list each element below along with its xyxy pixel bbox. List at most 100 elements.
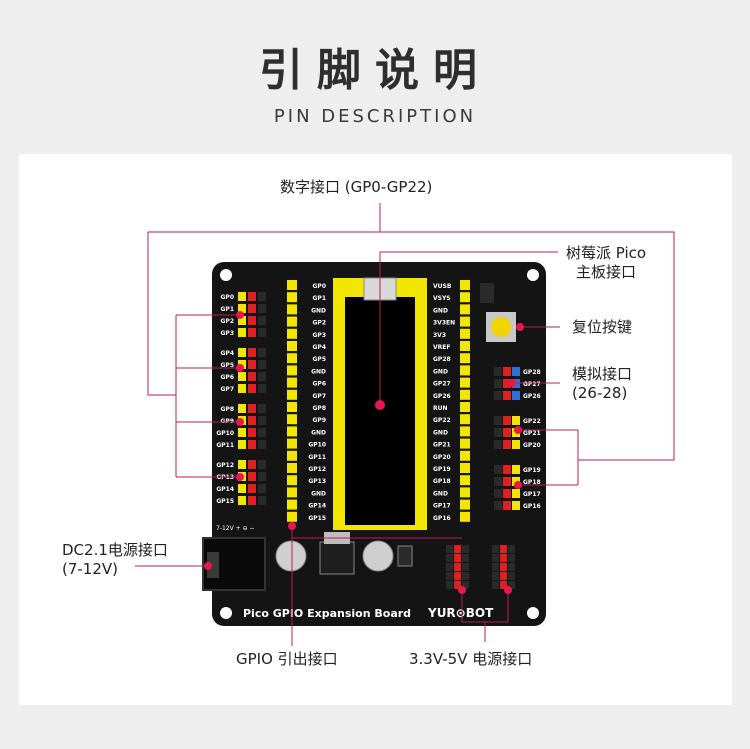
pin-label: GP6	[221, 374, 235, 381]
header-pin	[460, 487, 470, 498]
header-pin-label: GP5	[313, 356, 327, 363]
analog-label-line2: (26-28)	[572, 383, 628, 402]
pin-signal	[238, 316, 246, 325]
header-pin	[460, 475, 470, 486]
pin-gnd	[258, 360, 266, 369]
pin-vcc	[248, 460, 256, 469]
pico-label-line1: 树莓派 Pico	[566, 244, 647, 262]
pin-vcc	[248, 304, 256, 313]
pin-signal	[512, 367, 520, 376]
dc-label-line2: (7-12V)	[62, 559, 119, 578]
header-pin-label: RUN	[433, 405, 448, 412]
header-pin	[287, 353, 297, 364]
power-pin-vcc	[454, 581, 461, 589]
page-subtitle: PIN DESCRIPTION	[273, 106, 477, 127]
dc-marking: 7-12V + ⊖ −	[216, 525, 255, 532]
power-pin-gnd	[492, 545, 499, 553]
header-pin-label: GND	[311, 368, 326, 375]
header-pin-label: GP22	[433, 417, 451, 424]
pin-label: GP26	[523, 393, 541, 400]
capacitor	[362, 540, 394, 572]
header-pin-label: GP27	[433, 381, 451, 388]
pin-gnd	[494, 489, 502, 498]
pin-gnd	[494, 428, 502, 437]
power-pin-gnd	[508, 554, 515, 562]
pin-signal	[238, 404, 246, 413]
pin-vcc	[503, 367, 511, 376]
power-pin-gnd	[446, 581, 453, 589]
mount-hole	[527, 269, 539, 281]
dc-label-line1: DC2.1电源接口	[62, 541, 168, 559]
pin-signal	[512, 465, 520, 474]
header-pin	[460, 377, 470, 388]
pin-signal	[238, 372, 246, 381]
power-pin-vcc	[454, 554, 461, 562]
power-pin-vcc	[454, 563, 461, 571]
power-pin-vcc	[454, 545, 461, 553]
power-pin-vcc	[500, 563, 507, 571]
pin-gnd	[494, 367, 502, 376]
pin-signal	[512, 501, 520, 510]
pin-signal	[238, 440, 246, 449]
pin-label: GP21	[523, 430, 541, 437]
power-pin-gnd	[462, 572, 469, 580]
pin-signal	[238, 496, 246, 505]
power-pin-gnd	[446, 545, 453, 553]
power-pin-gnd	[492, 572, 499, 580]
header-pin	[460, 316, 470, 327]
header-pin	[287, 426, 297, 437]
power-pin-gnd	[462, 545, 469, 553]
pin-vcc	[248, 292, 256, 301]
header-pin	[287, 487, 297, 498]
pin-gnd	[258, 404, 266, 413]
pin-gnd	[258, 384, 266, 393]
header-pin	[287, 463, 297, 473]
pin-gnd	[258, 416, 266, 425]
pin-gnd	[494, 379, 502, 388]
header-pin-label: GP10	[308, 442, 326, 449]
pin-gnd	[258, 428, 266, 437]
pin-vcc	[503, 501, 511, 510]
header-pin-label: GP15	[308, 515, 326, 522]
header-pin	[460, 389, 470, 400]
power-pin-gnd	[492, 581, 499, 589]
pin-vcc	[503, 379, 511, 388]
pin-label: GP19	[523, 467, 541, 474]
header-pin	[460, 402, 470, 412]
pin-vcc	[503, 489, 511, 498]
pin-vcc	[248, 496, 256, 505]
header-pin-label: VUSB	[433, 283, 452, 290]
header-pin	[287, 341, 297, 351]
pin-signal	[512, 477, 520, 486]
pin-vcc	[503, 465, 511, 474]
pin-gnd	[258, 484, 266, 493]
pin-signal	[512, 489, 520, 498]
pin-gnd	[258, 372, 266, 381]
pin-signal	[512, 391, 520, 400]
header-pin	[287, 438, 297, 449]
power-pin-gnd	[508, 563, 515, 571]
pin-vcc	[503, 428, 511, 437]
header-pin-label: GP1	[313, 295, 327, 302]
header-pin-label: 3V3EN	[433, 320, 455, 327]
power-pin-vcc	[500, 554, 507, 562]
header-pin	[460, 499, 470, 510]
pin-label: GP5	[221, 362, 235, 369]
pin-signal	[238, 460, 246, 469]
header-pin-label: GP18	[433, 478, 451, 485]
pin-vcc	[248, 416, 256, 425]
pin-signal	[238, 328, 246, 337]
pin-gnd	[494, 440, 502, 449]
analog-interface-label: 模拟接口 (26-28)	[572, 365, 632, 403]
power-pin-gnd	[446, 563, 453, 571]
reset-header	[480, 283, 494, 303]
header-pin	[460, 438, 470, 449]
header-pin	[287, 328, 297, 339]
reset-button-label: 复位按键	[572, 318, 633, 336]
pin-gnd	[258, 496, 266, 505]
gpio-out-label: GPIO 引出接口	[236, 650, 338, 668]
header-pin-label: GND	[433, 368, 448, 375]
pin-vcc	[248, 316, 256, 325]
pin-label: GP10	[216, 430, 234, 437]
pico-label-line2: 主板接口	[576, 262, 637, 281]
